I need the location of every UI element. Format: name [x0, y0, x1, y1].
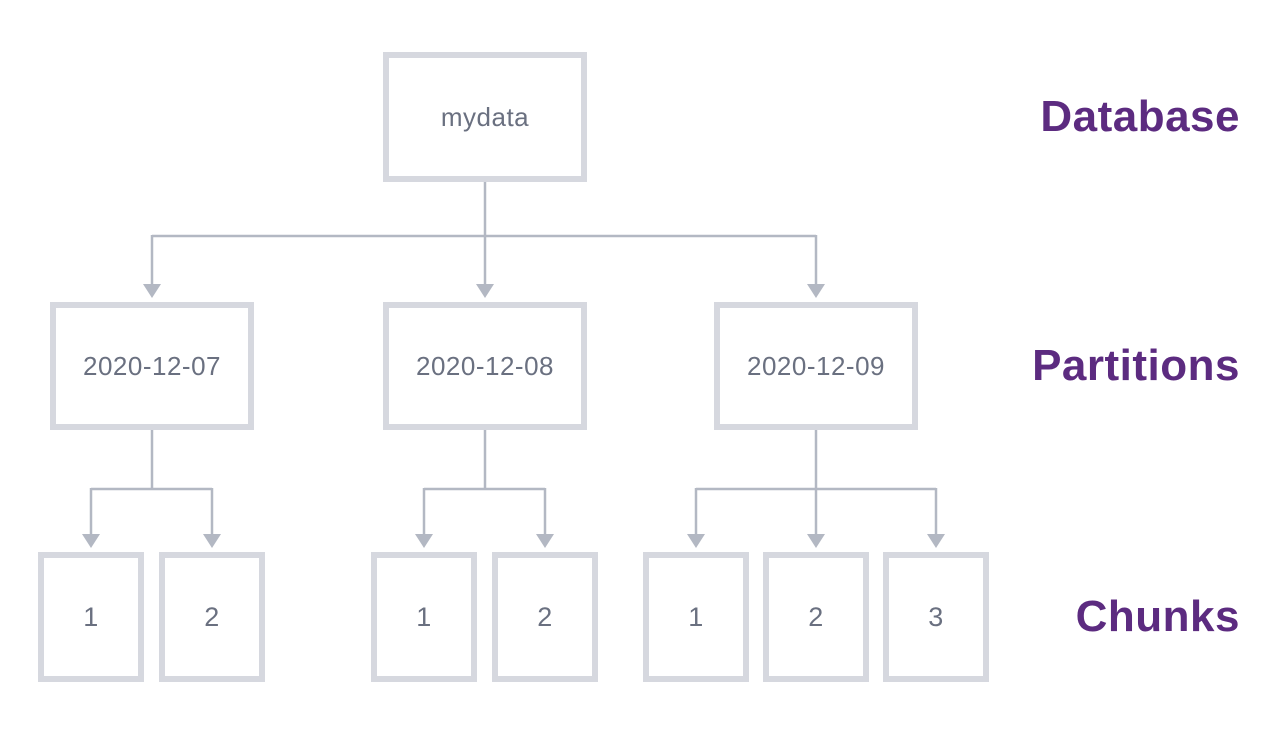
level-label-text: Chunks — [1075, 592, 1240, 641]
chunk-node-p2-1: 1 — [371, 552, 477, 682]
partition-node-3: 2020-12-09 — [714, 302, 918, 430]
partition-node-label: 2020-12-07 — [83, 350, 221, 381]
level-label-partitions: Partitions — [1032, 302, 1240, 430]
arrow-down-icon — [807, 534, 825, 548]
database-node: mydata — [383, 52, 587, 182]
arrow-down-icon — [143, 284, 161, 298]
arrow-down-icon — [82, 534, 100, 548]
chunk-node-label: 1 — [416, 601, 432, 632]
chunk-node-label: 2 — [808, 601, 824, 632]
chunk-node-p3-2: 2 — [763, 552, 869, 682]
level-label-chunks: Chunks — [1076, 552, 1240, 682]
chunk-node-label: 2 — [204, 601, 220, 632]
arrow-down-icon — [687, 534, 705, 548]
arrow-down-icon — [536, 534, 554, 548]
chunk-node-p3-3: 3 — [883, 552, 989, 682]
chunk-node-label: 1 — [688, 601, 704, 632]
partition-node-label: 2020-12-09 — [747, 350, 885, 381]
connector-partition2-to-chunks — [415, 430, 554, 548]
connector-database-to-partitions — [143, 182, 825, 298]
level-label-text: Partitions — [1032, 341, 1240, 390]
arrow-down-icon — [203, 534, 221, 548]
connector-partition3-to-chunks — [687, 430, 945, 548]
database-node-label: mydata — [440, 101, 530, 132]
partition-node-1: 2020-12-07 — [50, 302, 254, 430]
chunk-node-p1-2: 2 — [159, 552, 265, 682]
arrow-down-icon — [927, 534, 945, 548]
partition-node-label: 2020-12-08 — [416, 350, 554, 381]
level-label-database: Database — [1040, 52, 1240, 182]
chunk-node-p2-2: 2 — [492, 552, 598, 682]
partition-node-2: 2020-12-08 — [383, 302, 587, 430]
chunk-node-label: 3 — [928, 601, 944, 632]
connector-partition1-to-chunks — [82, 430, 221, 548]
level-label-text: Database — [1040, 92, 1240, 141]
chunk-node-label: 1 — [83, 601, 99, 632]
arrow-down-icon — [415, 534, 433, 548]
arrow-down-icon — [476, 284, 494, 298]
chunk-node-label: 2 — [537, 601, 553, 632]
chunk-node-p1-1: 1 — [38, 552, 144, 682]
chunk-node-p3-1: 1 — [643, 552, 749, 682]
arrow-down-icon — [807, 284, 825, 298]
